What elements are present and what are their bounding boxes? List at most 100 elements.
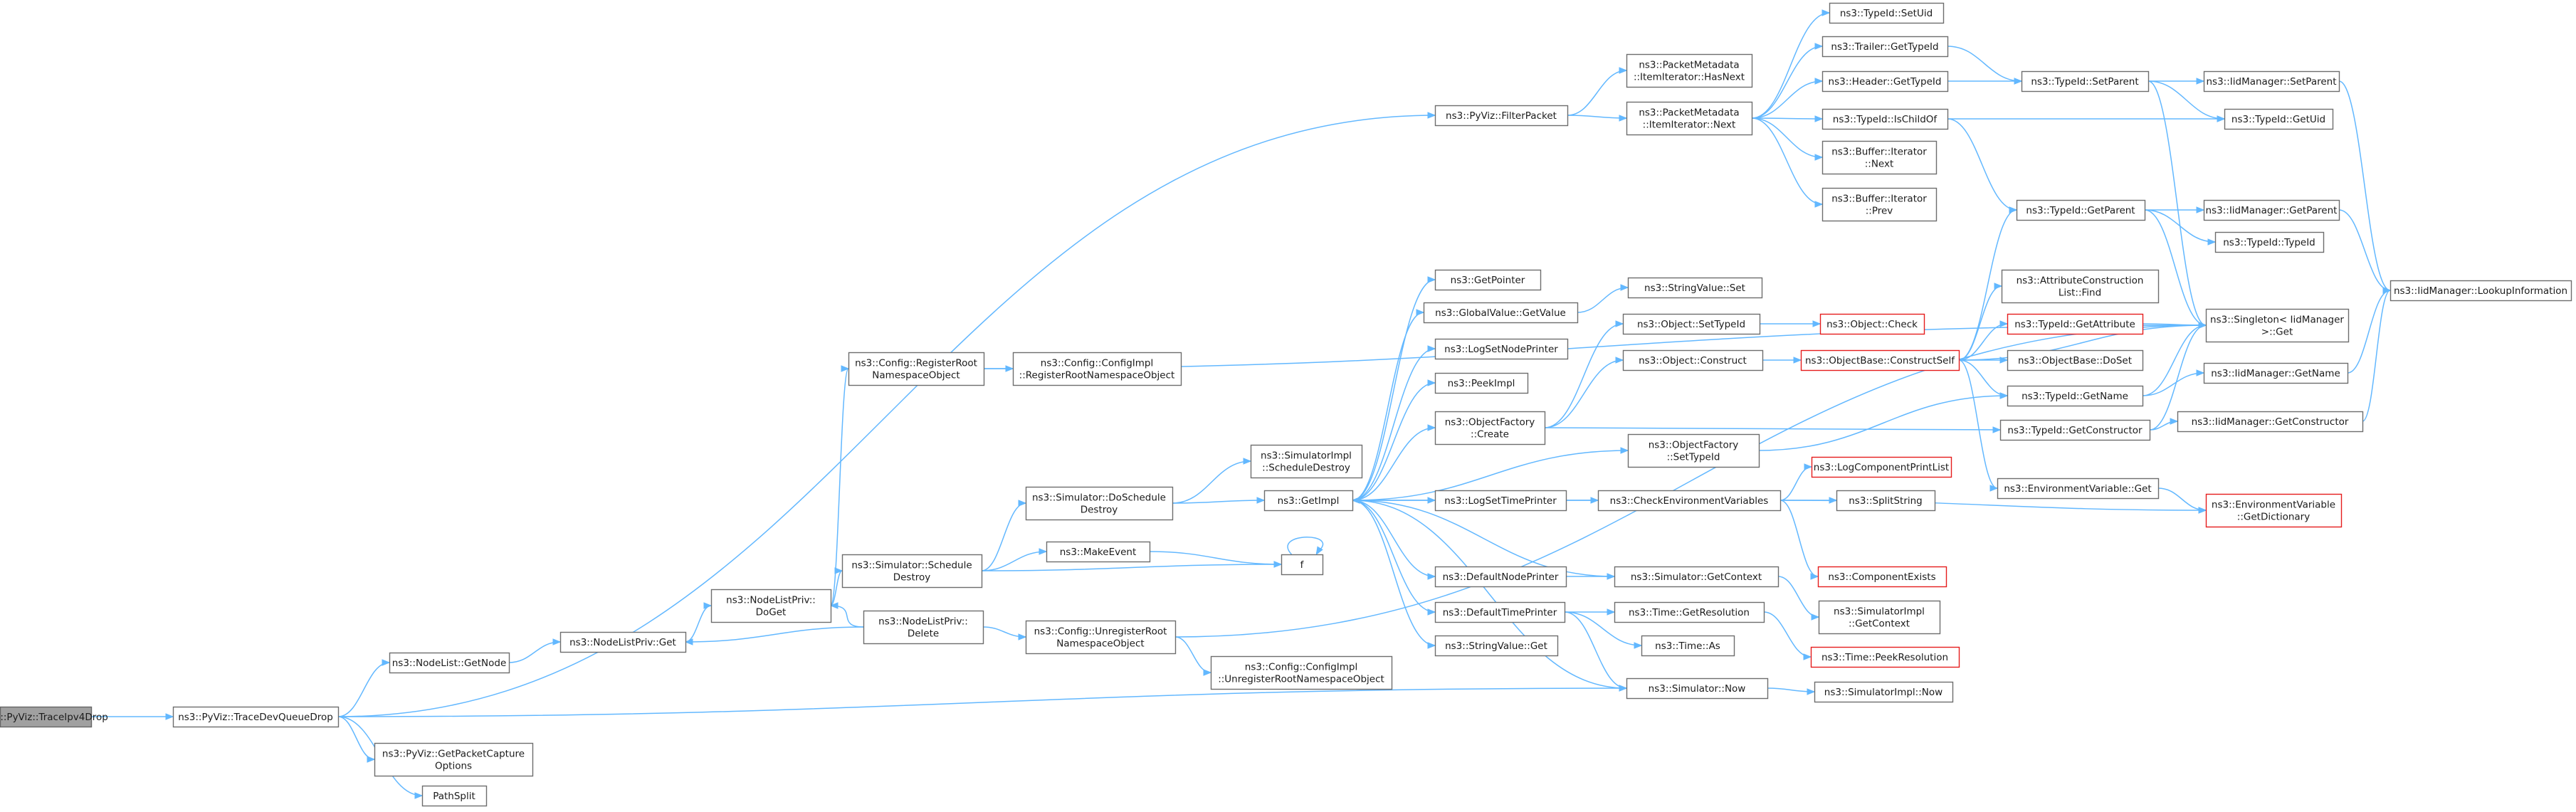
node-typeid-getparent[interactable]: ns3::TypeId::GetParent	[2016, 199, 2146, 221]
edge-getimpl-to-peekimpl	[1352, 379, 1436, 501]
node-componentexists[interactable]: ns3::ComponentExists	[1817, 566, 1947, 588]
node-pathsplit[interactable]: PathSplit	[421, 785, 488, 807]
edge-arrowhead	[1256, 497, 1266, 504]
node-objectbase-doset[interactable]: ns3::ObjectBase::DoSet	[2007, 349, 2144, 371]
node-simulatorimpl-now[interactable]: ns3::SimulatorImpl::Now	[1814, 681, 1954, 703]
node-traceipv4drop[interactable]: ns3::PyViz::TraceIpv4Drop	[0, 706, 108, 728]
node-config-unregisterroot[interactable]: ns3::Config::UnregisterRootNamespaceObje…	[1025, 620, 1177, 655]
edge-layer	[91, 9, 2392, 799]
node-logsetnodeprinter[interactable]: ns3::LogSetNodePrinter	[1434, 338, 1569, 360]
node-time-getresolution[interactable]: ns3::Time::GetResolution	[1614, 601, 1765, 623]
node-typeid-setparent[interactable]: ns3::TypeId::SetParent	[2021, 70, 2150, 93]
node-typeid-setuid[interactable]: ns3::TypeId::SetUid	[1829, 2, 1945, 24]
node-getpointer[interactable]: ns3::GetPointer	[1434, 269, 1542, 291]
node-header-gettypeid[interactable]: ns3::Header::GetTypeId	[1821, 70, 1949, 93]
node-iidmanager-setparent[interactable]: ns3::IidManager::SetParent	[2203, 70, 2340, 93]
node-object-construct[interactable]: ns3::Object::Construct	[1622, 349, 1764, 371]
node-typeid-getattribute[interactable]: ns3::TypeId::GetAttribute	[2007, 313, 2144, 335]
node-simulator-scheduledestroy[interactable]: ns3::Simulator::ScheduleDestroy	[841, 554, 983, 589]
node-objectbase-constructself[interactable]: ns3::ObjectBase::ConstructSelf	[1800, 349, 1960, 371]
node-defaulttimeprinter[interactable]: ns3::DefaultTimePrinter	[1434, 601, 1566, 623]
node-defaultnodeprinter[interactable]: ns3::DefaultNodePrinter	[1434, 566, 1567, 588]
edge-pmi-next-to-buffer-iter-next	[1751, 117, 1824, 161]
node-typeid-ischildof[interactable]: ns3::TypeId::IsChildOf	[1821, 108, 1949, 130]
node-nodelistpriv-delete[interactable]: ns3::NodeListPriv::Delete	[863, 610, 984, 645]
node-box	[863, 610, 984, 645]
node-envvar-get[interactable]: ns3::EnvironmentVariable::Get	[1997, 478, 2160, 500]
node-logcomponentprintlist[interactable]: ns3::LogComponentPrintList	[1811, 456, 1952, 478]
node-globalvalue-getvalue[interactable]: ns3::GlobalValue::GetValue	[1423, 302, 1579, 324]
node-object-check[interactable]: ns3::Object::Check	[1819, 313, 1925, 335]
edge-line	[2144, 209, 2207, 326]
node-typeid-getname[interactable]: ns3::TypeId::GetName	[2007, 385, 2144, 407]
edge-typeid-getname-to-iidmanager-getname	[2142, 369, 2205, 396]
node-simulator-getcontext[interactable]: ns3::Simulator::GetContext	[1614, 566, 1779, 588]
node-typeid-getuid[interactable]: ns3::TypeId::GetUid	[2224, 108, 2334, 130]
edge-line	[1751, 117, 1823, 205]
node-makeevent[interactable]: ns3::MakeEvent	[1046, 541, 1151, 563]
node-iidmanager-getconstructor[interactable]: ns3::IidManager::GetConstructor	[2177, 411, 2364, 433]
node-config-registerroot[interactable]: ns3::Config::RegisterRootNamespaceObject	[848, 352, 985, 386]
node-time-as[interactable]: ns3::Time::As	[1641, 635, 1735, 657]
node-box	[1281, 554, 1324, 576]
node-time-peekresolution[interactable]: ns3::Time::PeekResolution	[1810, 646, 1960, 668]
node-label: List::Find	[2059, 288, 2101, 299]
edge-globalvalue-getvalue-to-stringvalue-set	[1577, 284, 1629, 313]
node-box	[1821, 70, 1949, 93]
node-pmi-next[interactable]: ns3::PacketMetadata::ItemIterator::Next	[1626, 101, 1753, 136]
edge-line	[1149, 551, 1282, 565]
node-configimpl-registerroot[interactable]: ns3::Config::ConfigImpl::RegisterRootNam…	[1012, 352, 1182, 386]
node-label: ns3::EnvironmentVariable::Get	[2004, 483, 2151, 495]
node-nodelist-getnode[interactable]: ns3::NodeList::GetNode	[389, 652, 510, 674]
node-objectfactory-settypeid[interactable]: ns3::ObjectFactory::SetTypeId	[1627, 433, 1760, 468]
node-iidmanager-getparent[interactable]: ns3::IidManager::GetParent	[2203, 199, 2340, 221]
node-tracedevqueuedrop[interactable]: ns3::PyViz::TraceDevQueueDrop	[172, 706, 340, 728]
node-checkenvvars[interactable]: ns3::CheckEnvironmentVariables	[1597, 490, 1782, 512]
node-label: ns3::Object::Construct	[1639, 355, 1747, 367]
node-iidmanager-lookupinformation[interactable]: ns3::IidManager::LookupInformation	[2390, 280, 2572, 302]
node-stringvalue-set[interactable]: ns3::StringValue::Set	[1627, 277, 1763, 299]
node-simulatorimpl-scheduledestroy[interactable]: ns3::SimulatorImpl::ScheduleDestroy	[1250, 444, 1363, 479]
node-label: ns3::CheckEnvironmentVariables	[1610, 495, 1769, 507]
node-simulatorimpl-getcontext[interactable]: ns3::SimulatorImpl::GetContext	[1818, 600, 1941, 635]
node-label: ns3::PyViz::FilterPacket	[1446, 110, 1557, 122]
edge-line	[1751, 117, 1823, 158]
edge-arrowhead	[1619, 685, 1628, 692]
node-logsettimeprinter[interactable]: ns3::LogSetTimePrinter	[1434, 490, 1567, 512]
node-nodelistpriv-doget[interactable]: ns3::NodeListPriv::DoGet	[710, 589, 832, 623]
edge-line	[1174, 325, 2207, 638]
node-splitstring[interactable]: ns3::SplitString	[1836, 490, 1936, 512]
node-typeid-getconstructor[interactable]: ns3::TypeId::GetConstructor	[1999, 419, 2151, 441]
node-object-settypeid[interactable]: ns3::Object::SetTypeId	[1622, 313, 1761, 335]
node-typeid-typeid[interactable]: ns3::TypeId::TypeId	[2214, 231, 2325, 253]
node-label: Options	[435, 761, 472, 772]
node-trailer-gettypeid[interactable]: ns3::Trailer::GetTypeId	[1821, 36, 1949, 58]
node-nodelistpriv-get[interactable]: ns3::NodeListPriv::Get	[559, 631, 687, 653]
node-stringvalue-get[interactable]: ns3::StringValue::Get	[1434, 635, 1559, 657]
node-getimpl[interactable]: ns3::GetImpl	[1263, 490, 1354, 512]
edge-arrowhead	[1999, 357, 2009, 364]
edge-arrowhead	[1814, 201, 1824, 208]
edge-typeid-getconstructor-to-singleton-get	[2149, 322, 2207, 431]
node-buffer-iter-next[interactable]: ns3::Buffer::Iterator::Next	[1821, 140, 1938, 175]
node-peekimpl[interactable]: ns3::PeekImpl	[1434, 372, 1529, 394]
edge-line	[2144, 209, 2216, 243]
node-objectfactory-create[interactable]: ns3::ObjectFactory::Create	[1434, 411, 1546, 445]
node-filterpacket[interactable]: ns3::PyViz::FilterPacket	[1434, 105, 1569, 127]
node-singleton-get[interactable]: ns3::Singleton< IidManager>::Get	[2205, 308, 2350, 343]
node-buffer-iter-prev[interactable]: ns3::Buffer::Iterator::Prev	[1821, 187, 1938, 222]
node-box	[1614, 566, 1779, 588]
node-envvar-getdictionary[interactable]: ns3::EnvironmentVariable::GetDictionary	[2205, 493, 2343, 528]
node-f[interactable]: f	[1281, 554, 1324, 576]
edge-getimpl-to-stringvalue-get	[1352, 500, 1436, 649]
node-iidmanager-getname[interactable]: ns3::IidManager::GetName	[2203, 362, 2349, 384]
edge-arrowhead	[2009, 206, 2018, 213]
node-configimpl-unregisterroot[interactable]: ns3::Config::ConfigImpl::UnregisterRootN…	[1210, 655, 1393, 690]
node-simulator-now[interactable]: ns3::Simulator::Now	[1626, 677, 1769, 700]
node-label: Destroy	[1081, 505, 1118, 516]
edge-pmi-next-to-typeid-setuid	[1751, 9, 1831, 119]
node-pmi-hasnext[interactable]: ns3::PacketMetadata::ItemIterator::HasNe…	[1626, 53, 1753, 88]
